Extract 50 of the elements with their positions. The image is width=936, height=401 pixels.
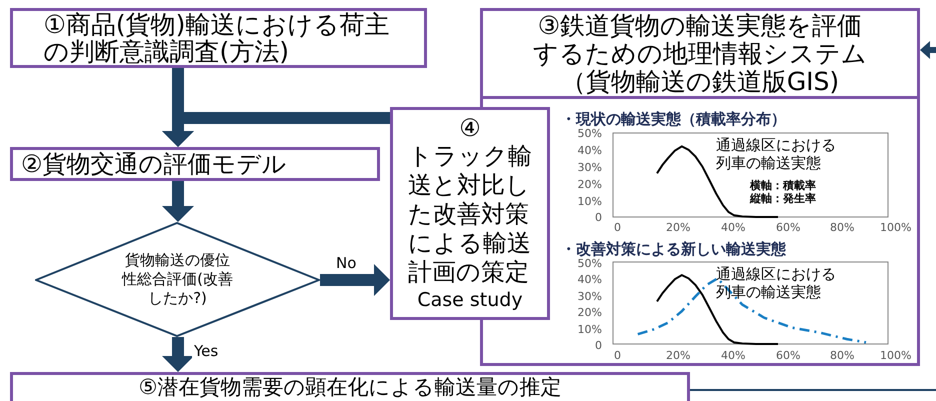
tick-label: 10% bbox=[576, 322, 602, 338]
tick-label: 20% bbox=[576, 305, 602, 321]
tick-label: 60% bbox=[776, 220, 800, 236]
box-text: Case study bbox=[417, 288, 523, 313]
decision-text: 貨物輸送の優位性総合評価(改善したか?) bbox=[120, 251, 234, 308]
connector-line bbox=[690, 389, 936, 391]
tick-label: 60% bbox=[776, 348, 800, 364]
axis-note: 縦軸：発生率 bbox=[750, 191, 816, 207]
tick-label: 30% bbox=[576, 160, 602, 176]
tick-label: 40% bbox=[576, 143, 602, 159]
box-text: ②貨物交通の評価モデル bbox=[21, 151, 287, 177]
tick-label: 50% bbox=[576, 257, 602, 272]
tick-label: 0 bbox=[614, 220, 621, 236]
process-box bbox=[10, 147, 380, 181]
tick-label: 20% bbox=[666, 220, 690, 236]
axis-note: 横軸：積載率 bbox=[750, 178, 816, 192]
process-box bbox=[10, 8, 427, 68]
tick-label: 10% bbox=[576, 194, 602, 210]
tick-label: 20% bbox=[576, 177, 602, 193]
arrow bbox=[920, 41, 936, 59]
tick-label: 100% bbox=[880, 220, 912, 236]
box-text: トラック輸送と対比した改善対策による輸送計画の策定 bbox=[408, 142, 532, 287]
section-heading: ・現状の輸送実態（積載率分布） bbox=[561, 109, 786, 128]
tick-label: 50% bbox=[576, 126, 602, 142]
tick-label: 30% bbox=[576, 289, 602, 305]
tick-label: 40% bbox=[721, 220, 746, 236]
tick-label: 0 bbox=[594, 210, 602, 226]
tick-label: 80% bbox=[830, 220, 854, 236]
tick-label: 20% bbox=[666, 348, 690, 364]
process-box bbox=[390, 107, 550, 320]
decision-diamond bbox=[35, 222, 320, 337]
tick-label: 0 bbox=[614, 348, 621, 364]
tick-label: 80% bbox=[830, 348, 854, 364]
box-text: ⑤潜在貨物需要の顕在化による輸送量の推定 bbox=[138, 375, 562, 399]
chart-annotation: 通過線区における列車の輸送実態 bbox=[716, 136, 837, 172]
section-heading: ・改善対策による新しい輸送実態 bbox=[561, 239, 786, 258]
arrow bbox=[162, 181, 194, 222]
tick-label: 40% bbox=[576, 272, 602, 288]
arrow bbox=[162, 337, 194, 372]
edge-label: Yes bbox=[192, 342, 220, 360]
tick-label: 100% bbox=[880, 348, 912, 364]
tick-label: 40% bbox=[721, 348, 746, 364]
box-text: ①商品(貨物)輸送における荷主の判断意識調査(方法) bbox=[44, 11, 390, 65]
chart-annotation: 通過線区における列車の輸送実態 bbox=[716, 265, 837, 301]
panel-title: ③鉄道貨物の輸送実態を評価するための地理情報システム（貨物輸送の鉄道版GIS) bbox=[532, 12, 868, 96]
arrow bbox=[162, 112, 390, 147]
tick-label: 0 bbox=[594, 338, 602, 354]
arrow bbox=[320, 264, 390, 296]
step-number: ④ bbox=[459, 114, 481, 142]
process-box bbox=[10, 372, 690, 401]
